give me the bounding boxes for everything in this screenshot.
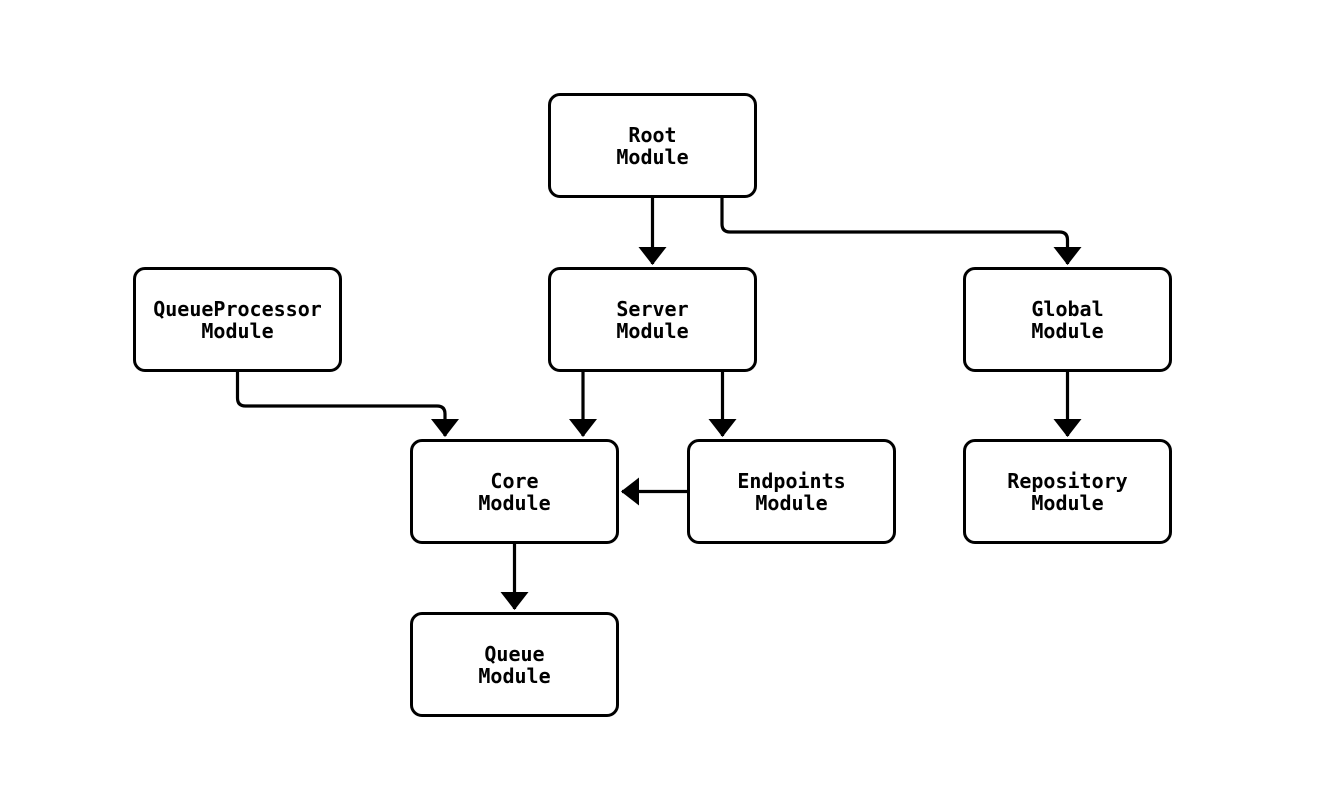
node-core-module: Core Module (410, 439, 619, 544)
node-label-line: QueueProcessor (153, 296, 322, 321)
node-queue-module: Queue Module (410, 612, 619, 717)
node-label-line: Core (490, 468, 539, 493)
node-label-line: Module (1031, 318, 1104, 343)
node-label-line: Module (616, 318, 689, 343)
node-label-line: Module (478, 490, 551, 515)
node-label-line: Module (1031, 490, 1104, 515)
node-repository-module: Repository Module (963, 439, 1172, 544)
node-label-line: Global (1031, 296, 1104, 321)
node-endpoints-module: Endpoints Module (687, 439, 896, 544)
node-label-line: Module (616, 144, 689, 169)
node-label-line: Queue (484, 641, 545, 666)
node-root-module: Root Module (548, 93, 757, 198)
edge-queueprocessor-to-core (235, 372, 459, 437)
node-label-line: Repository (1007, 468, 1128, 493)
node-label-line: Root (628, 122, 677, 147)
node-queueprocessor-module: QueueProcessor Module (133, 267, 342, 372)
node-label-line: Endpoints (737, 468, 846, 493)
node-label-line: Module (755, 490, 828, 515)
node-server-module: Server Module (548, 267, 757, 372)
node-label-line: Module (478, 663, 551, 688)
edge-root-to-global (720, 198, 1082, 265)
node-global-module: Global Module (963, 267, 1172, 372)
node-label-line: Server (616, 296, 689, 321)
node-label-line: Module (201, 318, 274, 343)
